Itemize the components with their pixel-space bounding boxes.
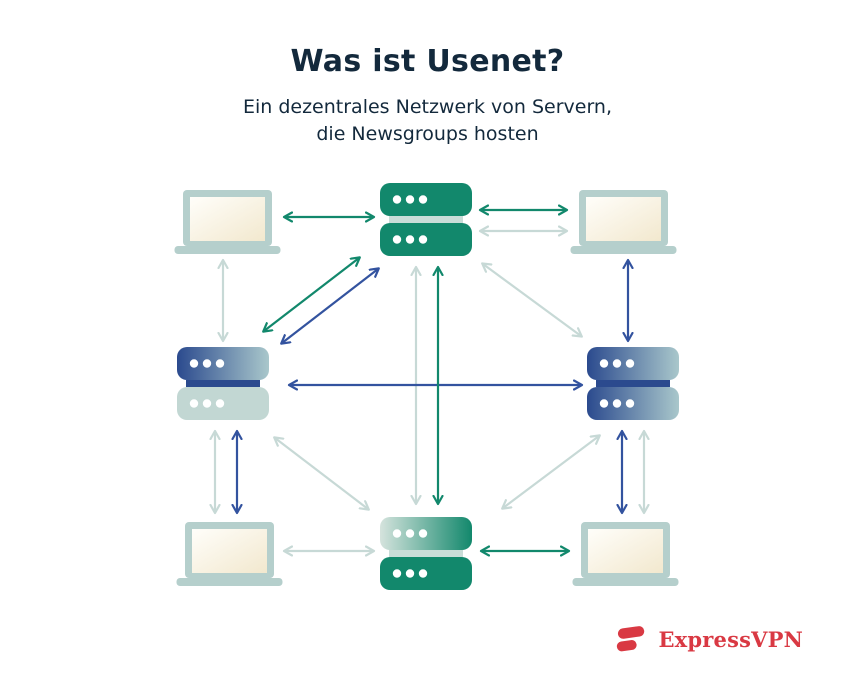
- server-top: [380, 183, 472, 256]
- server-led-dot: [189, 399, 199, 408]
- brand-name: ExpressVPN: [658, 626, 803, 652]
- server-led-dot: [215, 359, 225, 368]
- arrow-server-left--server-top-green: [264, 258, 359, 331]
- server-led-dot: [612, 359, 622, 368]
- server-led-dot: [625, 359, 635, 368]
- server-led-dot: [418, 529, 428, 538]
- server-led-dot: [202, 399, 212, 408]
- laptop-top-right: [570, 190, 677, 254]
- server-led-dot: [392, 569, 402, 578]
- server-led-dot: [418, 569, 428, 578]
- server-led-dot: [405, 569, 415, 578]
- network-nodes: [174, 183, 679, 590]
- server-led-dot: [405, 235, 415, 244]
- server-right-connector: [596, 380, 670, 387]
- subtitle-line-2: die Newsgroups hosten: [316, 122, 539, 145]
- laptop-top-right-screen: [586, 197, 661, 241]
- laptop-top-left-base: [174, 246, 281, 254]
- arrow-server-bottom--server-right-gray: [503, 436, 599, 508]
- page-title: Was ist Usenet?: [290, 44, 565, 79]
- connection-arrows: [215, 210, 644, 551]
- laptop-bottom-left-screen: [192, 529, 267, 573]
- server-right: [587, 347, 679, 420]
- arrow-server-top--server-right-gray: [483, 264, 581, 336]
- server-led-dot: [392, 195, 402, 204]
- server-bottom: [380, 517, 472, 590]
- server-led-dot: [392, 529, 402, 538]
- arrow-server-left--server-bottom-gray: [275, 438, 368, 509]
- server-left: [177, 347, 269, 420]
- server-led-dot: [612, 399, 622, 408]
- laptop-bottom-right-base: [572, 578, 679, 586]
- expressvpn-logo-icon: [617, 626, 645, 652]
- laptop-top-right-base: [570, 246, 677, 254]
- server-led-dot: [599, 399, 609, 408]
- server-led-dot: [418, 235, 428, 244]
- laptop-bottom-right: [572, 522, 679, 586]
- laptop-top-left: [174, 190, 281, 254]
- server-top-connector: [389, 216, 463, 223]
- laptop-top-left-screen: [190, 197, 265, 241]
- subtitle-line-1: Ein dezentrales Netzwerk von Servern,: [242, 96, 613, 118]
- brand-lockup: ExpressVPN: [615, 624, 803, 654]
- server-led-dot: [215, 399, 225, 408]
- laptop-bottom-left: [176, 522, 283, 586]
- server-led-dot: [625, 399, 635, 408]
- server-led-dot: [189, 359, 199, 368]
- server-led-dot: [405, 195, 415, 204]
- server-led-dot: [599, 359, 609, 368]
- laptop-bottom-left-base: [176, 578, 283, 586]
- server-bottom-connector: [389, 550, 463, 557]
- server-led-dot: [392, 235, 402, 244]
- server-led-dot: [202, 359, 212, 368]
- server-led-dot: [418, 195, 428, 204]
- page-subtitle: Ein dezentrales Netzwerk von Servern, di…: [0, 94, 855, 148]
- header: Was ist Usenet? Ein dezentrales Netzwerk…: [0, 44, 855, 148]
- laptop-bottom-right-screen: [588, 529, 663, 573]
- server-led-dot: [405, 529, 415, 538]
- server-left-connector: [186, 380, 260, 387]
